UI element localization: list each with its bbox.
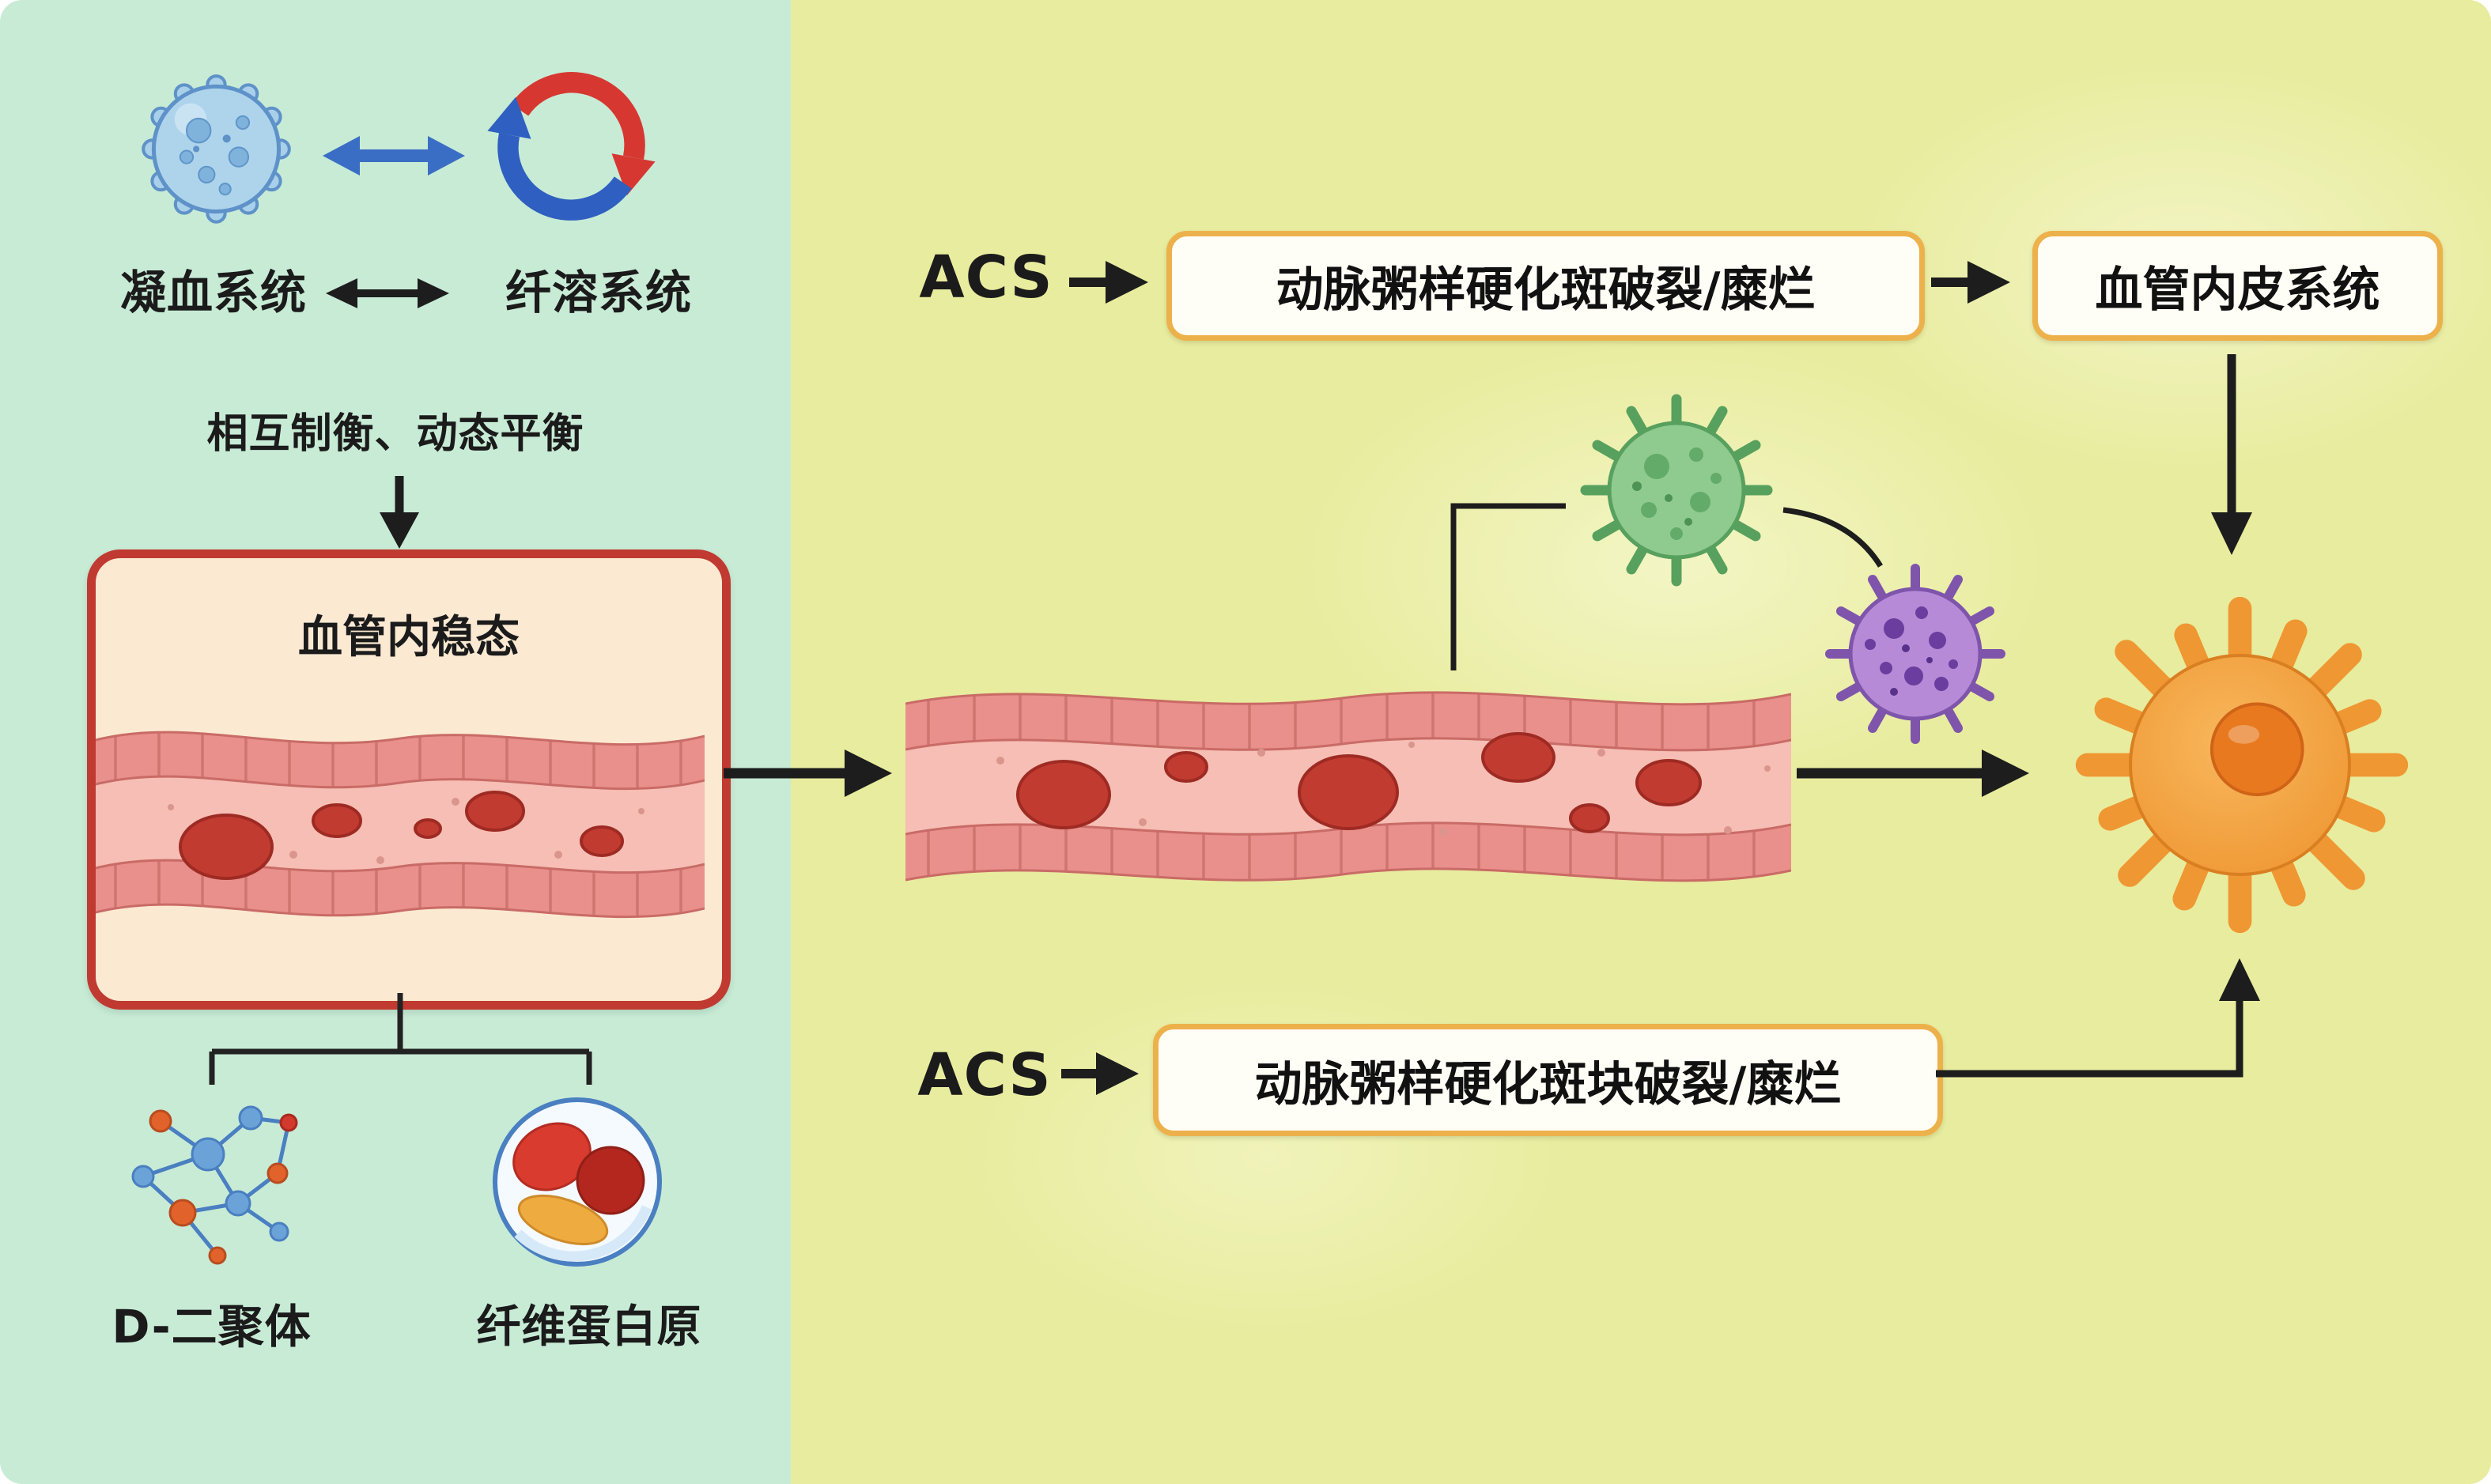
- plaque-rupture-box-bottom: 动脉粥样硬化斑块破裂/糜烂: [1153, 1024, 1943, 1136]
- purple-virus-icon: [1825, 564, 2005, 744]
- fibrinogen-label: 纤维蛋白原: [476, 1301, 702, 1353]
- endothelium-box: 血管内皮系统: [2032, 231, 2443, 341]
- homeostasis-box: 血管内稳态: [87, 549, 731, 1010]
- homeostasis-label: 血管内稳态: [298, 612, 520, 663]
- fibrinolysis-label: 纤溶系统: [505, 266, 692, 319]
- acs-bottom-label: ACS: [917, 1041, 1052, 1109]
- balance-text: 相互制衡、动态平衡: [206, 410, 584, 458]
- activated-cell-icon: [2075, 596, 2409, 934]
- coagulation-cell-icon: [142, 74, 291, 224]
- d-dimer-label: D-二聚体: [112, 1300, 312, 1354]
- left-panel: 凝血系统 纤溶系统 相互制衡、动态平衡 血管内稳态: [0, 0, 791, 1484]
- plaque-rupture-box-top: 动脉粥样硬化斑破裂/糜烂: [1166, 231, 1925, 341]
- fibrinogen-icon: [493, 1097, 662, 1267]
- vessel-illustration-left: [96, 731, 705, 919]
- cycle-arrows-icon: [487, 72, 656, 221]
- vessel-illustration-right: [905, 691, 1791, 882]
- coagulation-label: 凝血系统: [119, 266, 307, 319]
- d-dimer-icon: [131, 1105, 298, 1265]
- acs-top-label: ACS: [919, 244, 1053, 312]
- green-virus-icon: [1580, 394, 1773, 587]
